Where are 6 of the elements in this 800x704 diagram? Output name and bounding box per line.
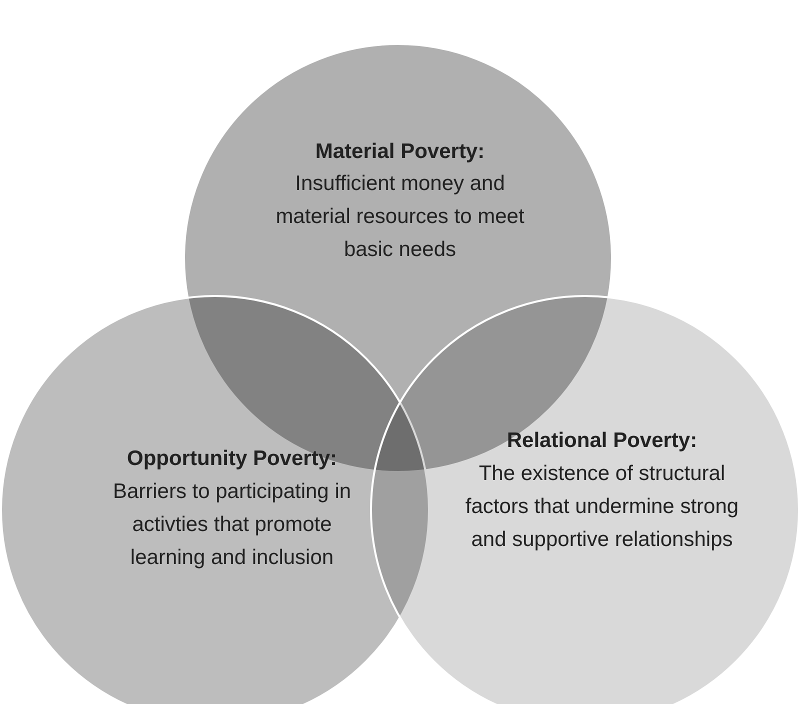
circle-heading: Opportunity Poverty: — [126, 446, 338, 472]
circle-heading: Relational Poverty: — [506, 428, 698, 454]
circle-heading: Material Poverty: — [314, 139, 486, 165]
circle-description: Barriers to participating in activties that promote learning and inclusion — [112, 479, 352, 571]
circle-description: Insufficient money and material resources to meet basic needs — [274, 171, 526, 263]
circle-description: The existence of structural factors that undermine strong and supportive relationships — [464, 461, 740, 553]
